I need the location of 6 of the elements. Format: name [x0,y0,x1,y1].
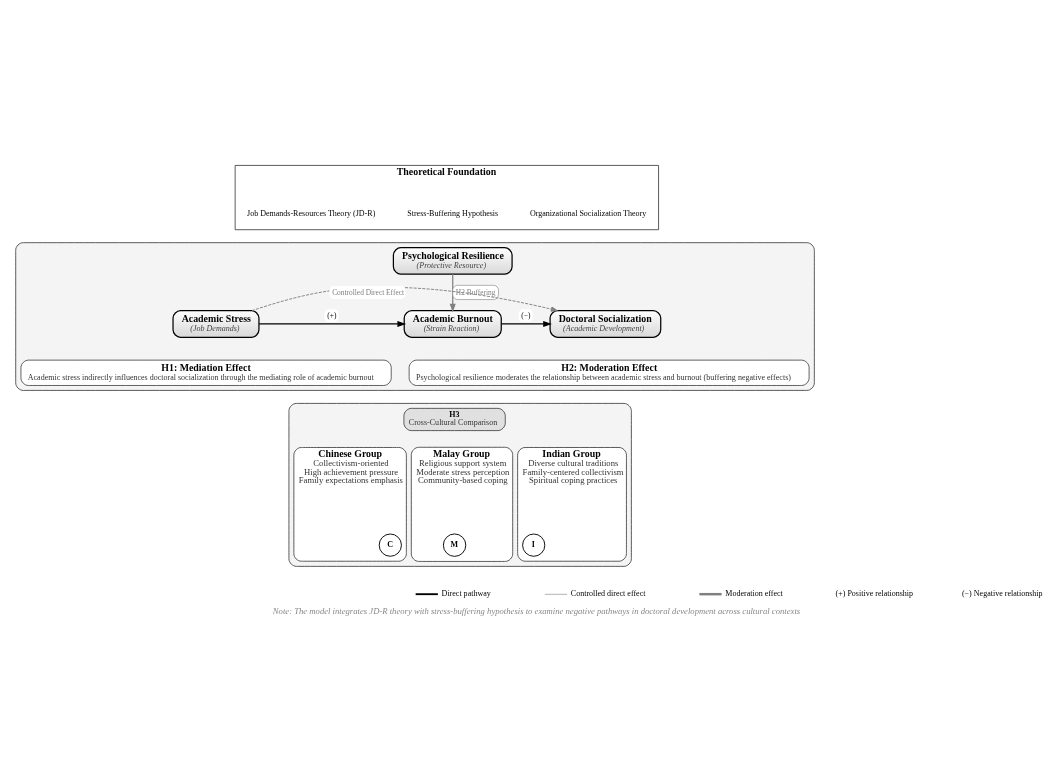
arrow [500,320,552,327]
arrow [449,273,456,312]
cluster [15,241,815,391]
arrow [258,320,407,327]
caption: Note: The model integrates JD-R theory with stress-buffering hypothesis to examine negative pathways in doctoral development across cultural contexts [272,605,801,616]
cluster [288,402,632,567]
